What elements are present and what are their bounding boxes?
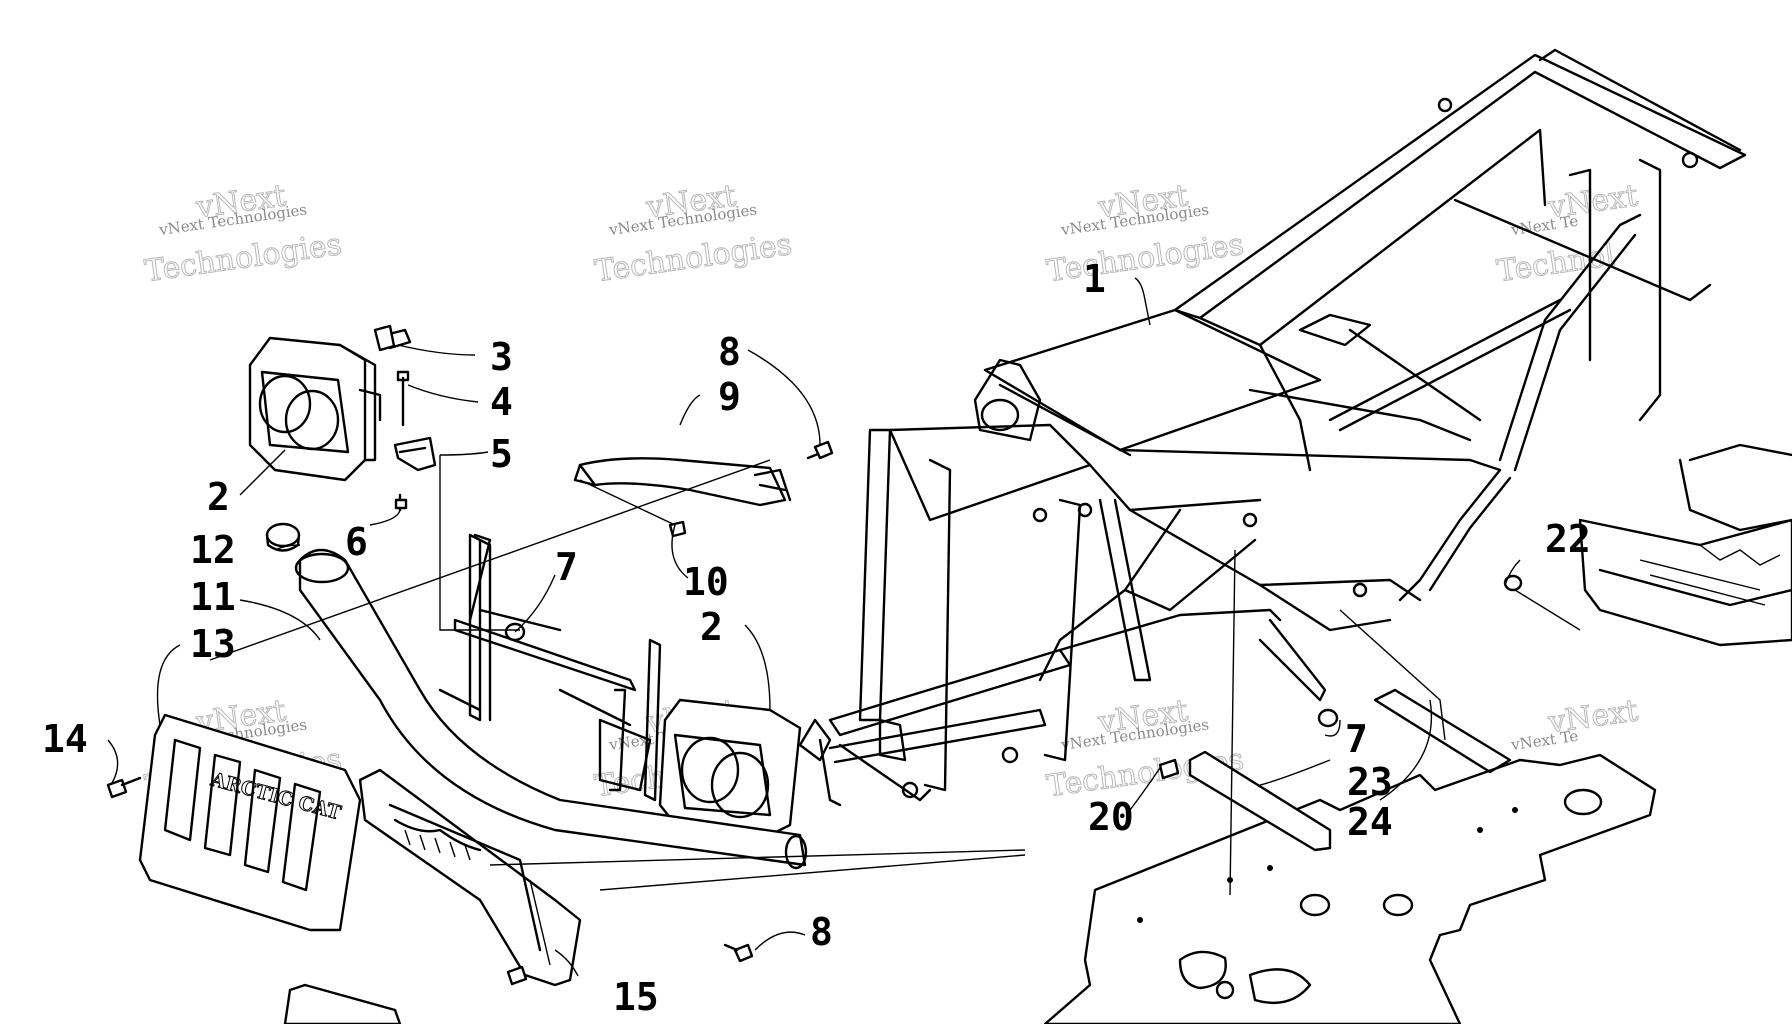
footrest-right [1578, 443, 1792, 647]
callout-1: 1 [1083, 257, 1106, 301]
nut-part-7-right [1317, 708, 1339, 728]
bolt-part-4 [396, 370, 410, 427]
callout-6: 6 [345, 520, 368, 564]
callout-14: 14 [42, 717, 88, 761]
spacer-part-23 [1188, 750, 1332, 852]
watermark-small-text: vNext Te [1509, 212, 1579, 239]
bolt-part-8-top [806, 440, 834, 460]
cap-part-12 [265, 522, 301, 552]
callout-4: 4 [490, 380, 513, 424]
callout-7-left: 7 [555, 545, 578, 589]
watermark-3: vNext vNext Technologies Technologies [1044, 178, 1246, 290]
nut-part-6 [394, 493, 408, 512]
callout-24: 24 [1347, 800, 1393, 844]
bolt-part-14 [106, 776, 142, 799]
grille-part-13: ARCTIC CAT [138, 713, 362, 932]
callout-11: 11 [190, 575, 236, 619]
callout-3: 3 [490, 335, 513, 379]
callout-5: 5 [490, 432, 513, 476]
callout-labels: 1 2 3 4 5 2 6 7 8 9 10 11 12 13 14 15 7 … [42, 257, 1591, 1019]
watermark-small-text: vNext Te [1509, 727, 1579, 754]
main-frame-part-1 [798, 48, 1747, 807]
screw-part-3 [373, 324, 412, 352]
callout-8-top: 8 [718, 330, 741, 374]
headlight-left-part-2 [248, 336, 382, 482]
callout-13: 13 [190, 622, 236, 666]
bolt-part-15 [506, 965, 528, 986]
watermark-1: vNext vNext Technologies Technologies [142, 178, 344, 290]
watermark-2: vNext vNext Technologies Technologies [592, 178, 794, 290]
callout-8-bottom: 8 [810, 910, 833, 954]
lower-left-part [283, 983, 402, 1024]
callout-9: 9 [718, 375, 741, 419]
callout-12: 12 [190, 528, 236, 572]
callout-15: 15 [613, 975, 659, 1019]
callout-23: 23 [1347, 760, 1393, 804]
callout-7-right: 7 [1345, 717, 1368, 761]
callout-2-left: 2 [207, 475, 230, 519]
callout-2-right: 2 [700, 605, 723, 649]
callout-10: 10 [683, 560, 729, 604]
bracket-part-9 [573, 457, 792, 507]
bolt-part-8-bottom [723, 943, 754, 963]
bracket-part-5 [393, 436, 437, 472]
bumper-tube-part-11 [294, 548, 808, 870]
underbody-skid-plate [1043, 753, 1657, 1024]
callout-20: 20 [1088, 795, 1134, 839]
skid-plate-part-15 [358, 768, 582, 987]
bumper-bracket-frame [438, 533, 662, 802]
strip-part-24 [1373, 688, 1512, 774]
callout-22: 22 [1545, 517, 1591, 561]
bolt-part-20 [1158, 758, 1180, 780]
leader-lines [107, 277, 1581, 977]
